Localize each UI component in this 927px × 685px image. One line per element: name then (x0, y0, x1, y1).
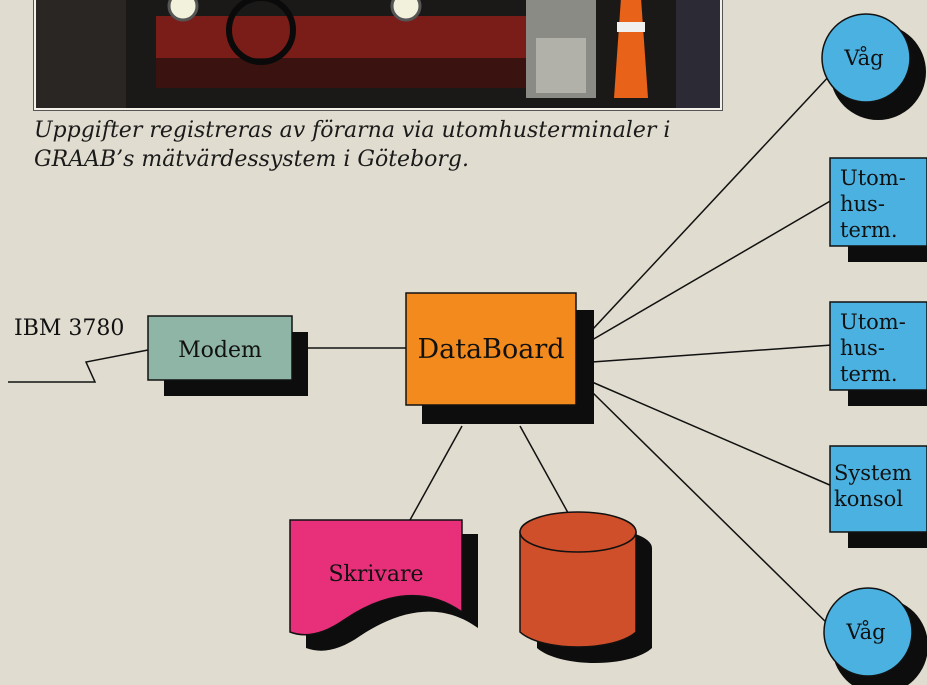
ibm-line (8, 349, 149, 383)
scale-top: Våg (821, 13, 926, 120)
outdoor-terminal-1: Utom- hus- term. (829, 157, 927, 262)
console-line-2: konsol (834, 487, 903, 511)
terminal-1-line-3: term. (840, 218, 898, 242)
connector-lines (8, 72, 833, 629)
caption-line-2: GRAAB’s mätvärdessystem i Göteborg. (34, 147, 469, 172)
terminal-1-line-2: hus- (840, 192, 885, 216)
caption-line-1: Uppgifter registreras av förarna via uto… (34, 118, 671, 143)
line-printer (409, 425, 463, 521)
printer-fill (289, 519, 463, 636)
scale-bottom-fill (823, 587, 913, 677)
line-vag-top (591, 72, 833, 331)
line-disk (519, 425, 573, 521)
modem-fill (147, 315, 293, 381)
disk-top (519, 511, 637, 553)
bus-photo (34, 0, 722, 110)
terminal-1-fill (829, 157, 927, 247)
terminal-1-label: Utom- hus- term. (840, 166, 912, 242)
scale-bottom: Våg (823, 587, 927, 685)
bus-photo-illustration (36, 0, 720, 108)
terminal-2-line-3: term. (840, 362, 898, 386)
line-vag-bottom (591, 391, 833, 629)
scale-top-fill (821, 13, 911, 103)
line-console (591, 381, 833, 487)
modem-label: Modem (178, 338, 262, 363)
line-terminal-2 (591, 344, 833, 363)
databoard-label: DataBoard (417, 334, 564, 365)
system-console: System konsol (829, 445, 927, 548)
photo-caption: Uppgifter registreras av förarna via uto… (34, 116, 734, 174)
ibm-3780-label: IBM 3780 (14, 316, 124, 341)
terminal-2-label: Utom- hus- term. (840, 310, 912, 386)
printer-symbol: Skrivare (289, 519, 478, 651)
scale-bottom-label: Våg (845, 620, 885, 644)
outdoor-terminal-2: Utom- hus- term. (829, 301, 927, 406)
console-fill (829, 445, 927, 533)
terminal-2-line-1: Utom- (840, 310, 906, 334)
databoard-box: DataBoard (405, 292, 594, 424)
scale-top-label: Våg (843, 46, 883, 70)
terminal-2-line-2: hus- (840, 336, 885, 360)
console-line-1: System (834, 461, 912, 485)
terminal-1-line-1: Utom- (840, 166, 906, 190)
databoard-fill (405, 292, 577, 406)
line-terminal-1 (591, 199, 833, 341)
terminal-2-fill (829, 301, 927, 391)
console-label: System konsol (834, 461, 919, 511)
disk-body (519, 531, 637, 648)
modem-box: Modem (147, 315, 308, 396)
printer-label: Skrivare (328, 562, 423, 587)
disk-symbol (519, 511, 652, 663)
